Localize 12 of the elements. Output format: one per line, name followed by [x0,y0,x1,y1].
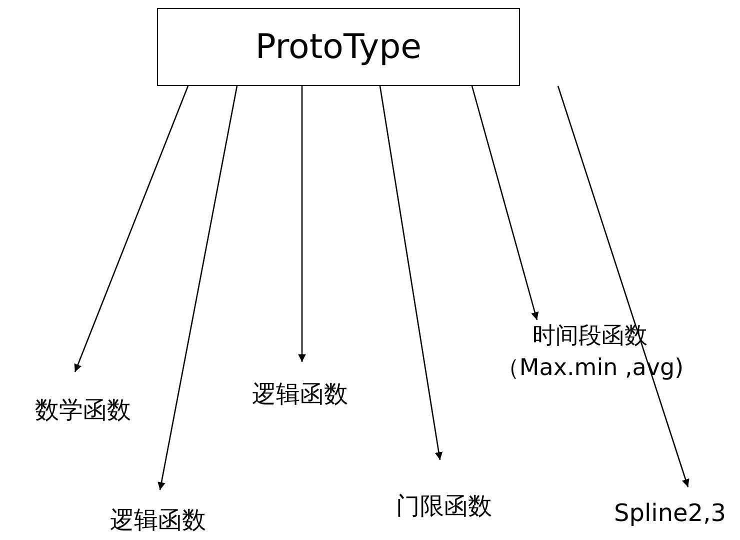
arrow [557,86,690,488]
arrow [379,86,443,460]
function-label: 逻辑函数 [230,362,370,412]
arrow [158,86,238,490]
arrow [471,86,539,320]
function-label: 数学函数 [8,372,158,428]
function-label: Spline2,3 [600,487,740,533]
function-label: 逻辑函数 [88,490,228,538]
arrow [74,86,189,372]
title-box: ProtoType [157,8,520,86]
arrow [298,86,306,362]
function-label: 门限函数 [378,460,510,524]
